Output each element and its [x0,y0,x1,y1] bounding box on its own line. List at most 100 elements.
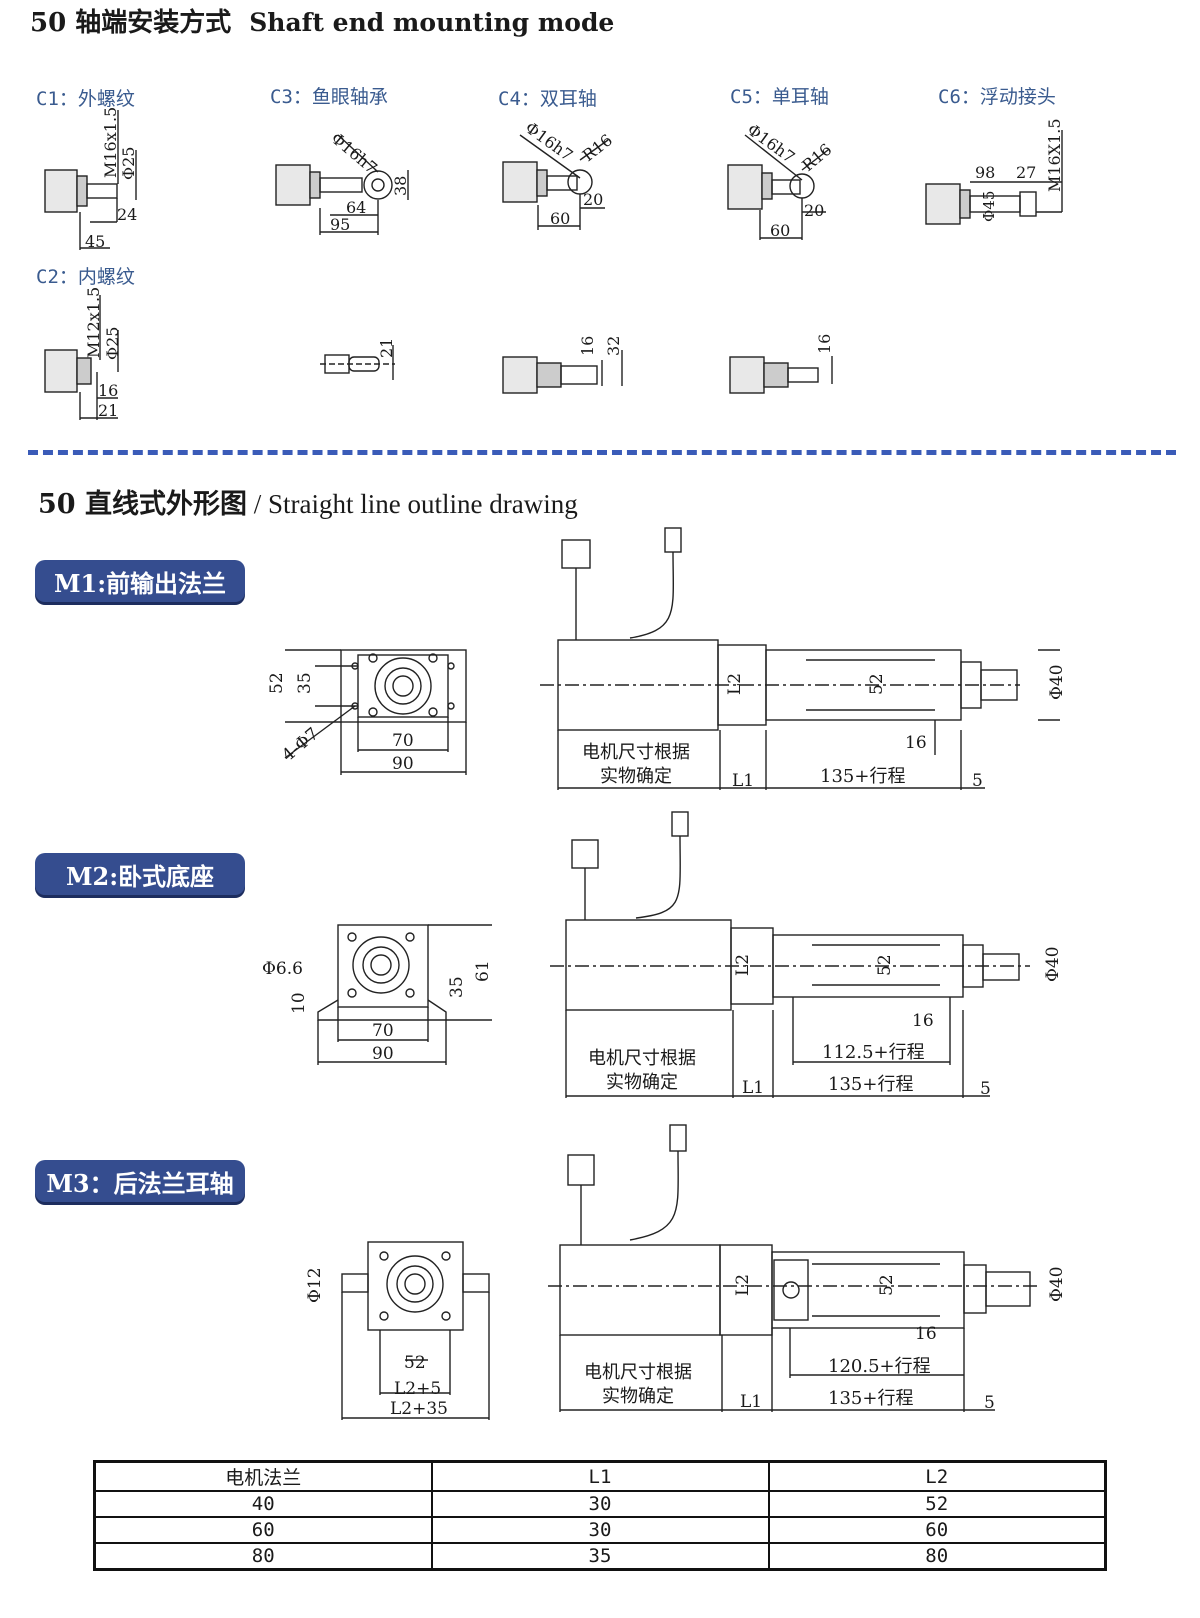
c4-dim-60: 60 [550,209,570,228]
mount-label-c5: C5：单耳轴 [730,86,829,108]
mount-label-c6: C6：浮动接头 [938,86,1056,108]
section-title-outline: 50 直线式外形图 / Straight line outline drawin… [38,489,578,520]
spec-table: 电机法兰 L1 L2 40 30 52 60 30 60 80 35 80 [93,1460,1107,1571]
table-row: 60 30 60 [93,1516,1107,1544]
mount-label-c1: C1：外螺纹 [36,88,135,110]
c3-drawing [275,134,409,235]
m3-l1: L1 [740,1392,762,1412]
c1-dim-45: 45 [85,232,105,251]
c4-dim-20: 20 [583,190,603,209]
m2-d5: 5 [980,1079,991,1099]
section-divider [28,450,1176,455]
c4-side-view [502,350,623,394]
m2-body: 52 [875,954,895,976]
table-cell: 60 [93,1516,433,1544]
m1-dim-90: 90 [392,754,414,774]
table-cell: 52 [767,1490,1107,1518]
m3-body: 52 [877,1274,897,1296]
m3-dim-l2-5: L2+5 [394,1379,441,1399]
c5-dim-20: 20 [804,201,824,220]
m3-motor-note-1: 电机尺寸根据 [584,1362,692,1383]
m3-motor-note-2: 实物确定 [602,1386,674,1407]
c6-drawing [925,130,1063,225]
mount-label-c2: C2：内螺纹 [36,266,135,288]
m1-dim-holes: 4-Φ7 [278,724,323,766]
table-cell: 40 [93,1490,433,1518]
m1-dia: Φ40 [1047,664,1067,700]
c5-side-view [729,356,833,394]
badge-m3: M3：后法兰耳轴 [35,1160,245,1202]
table-row: 40 30 52 [93,1490,1107,1518]
table-cell: 60 [767,1516,1107,1544]
c6-dim-thread: M16X1.5 [1045,118,1064,192]
m2-dim-hole: Φ6.6 [262,959,303,979]
table-cell: 80 [767,1542,1107,1571]
m1-d5: 5 [972,771,983,791]
table-header: 电机法兰 [93,1460,433,1492]
c4-drawing [502,134,609,230]
m2-dim-70: 70 [372,1021,394,1041]
table-cell: 80 [93,1542,433,1571]
m1-motor-note-1: 电机尺寸根据 [582,742,690,763]
table-header: L2 [767,1460,1107,1492]
c2-dim-thread: M12x1.5 [84,287,103,358]
c3-dim-38: 38 [391,176,410,196]
m3-dim-l2-35: L2+35 [390,1399,448,1419]
m3-dim-pin: Φ12 [305,1267,325,1303]
c4-side-dim-a: 16 [578,336,597,356]
m2-stroke-inner: 112.5+行程 [822,1042,925,1063]
m2-side-view [550,811,1030,1098]
m2-motor-note-2: 实物确定 [606,1072,678,1093]
c6-dim-27: 27 [1016,163,1036,182]
m1-l1: L1 [732,771,754,791]
c5-drawing [727,134,829,240]
m3-d16: 16 [915,1324,937,1344]
c3-dim-64: 64 [346,198,366,217]
m1-l2: L2 [725,673,745,695]
m2-motor-note-1: 电机尺寸根据 [588,1048,696,1069]
c5-side-dim: 16 [815,334,834,354]
table-cell: 30 [430,1490,770,1518]
c2-drawing [44,295,119,420]
mount-drawings: M16x1.5 Φ25 24 45 Φ16h7 38 64 95 Φ16h7 R… [44,107,1064,420]
m1-dim-52: 52 [267,672,287,694]
c3-dim-95: 95 [330,215,350,234]
badge-m1: M1:前输出法兰 [35,560,245,602]
m3-d5: 5 [984,1393,995,1413]
c3-side-view [320,345,395,380]
mount-label-c3: C3：鱼眼轴承 [270,86,388,108]
table-row: 80 35 80 [93,1542,1107,1571]
c3-dim-dia: Φ16h7 [327,129,381,178]
m2-front-view [317,924,492,1065]
c2-dim-dia: Φ25 [103,327,122,360]
c5-dim-60: 60 [770,221,790,240]
m2-dim-90: 90 [372,1044,394,1064]
c1-drawing [44,110,137,250]
m3-front-view [341,1241,490,1420]
m1-dim-70: 70 [392,731,414,751]
m2-l1: L1 [742,1078,764,1098]
m1-motor-note-2: 实物确定 [600,766,672,787]
c5-dim-dia: Φ16h7 [744,120,799,167]
m2-stroke: 135+行程 [828,1074,913,1095]
m3-dim-52: 52 [404,1353,426,1373]
m1-dim-35: 35 [295,672,315,694]
model-drawings: 52 35 4-Φ7 70 90 L2 52 Φ40 电机尺寸根据 实物确定 L… [262,527,1067,1420]
c2-dim-21: 21 [98,401,118,420]
mount-label-c4: C4：双耳轴 [498,88,597,110]
m1-d16: 16 [905,733,927,753]
c3-side-dim: 21 [377,338,396,358]
m3-side-view [548,1124,1040,1412]
m3-stroke-inner: 120.5+行程 [828,1356,931,1377]
m2-dim-35: 35 [447,976,467,998]
badge-m2: M2:卧式底座 [35,853,245,895]
m1-front-view [284,649,467,775]
m1-side-view [540,527,1060,790]
m3-dia: Φ40 [1047,1266,1067,1302]
m2-dim-61: 61 [473,960,493,982]
m1-stroke: 135+行程 [820,766,905,787]
m3-stroke: 135+行程 [828,1388,913,1409]
c1-dim-24: 24 [117,205,137,224]
m2-dia: Φ40 [1043,946,1063,982]
